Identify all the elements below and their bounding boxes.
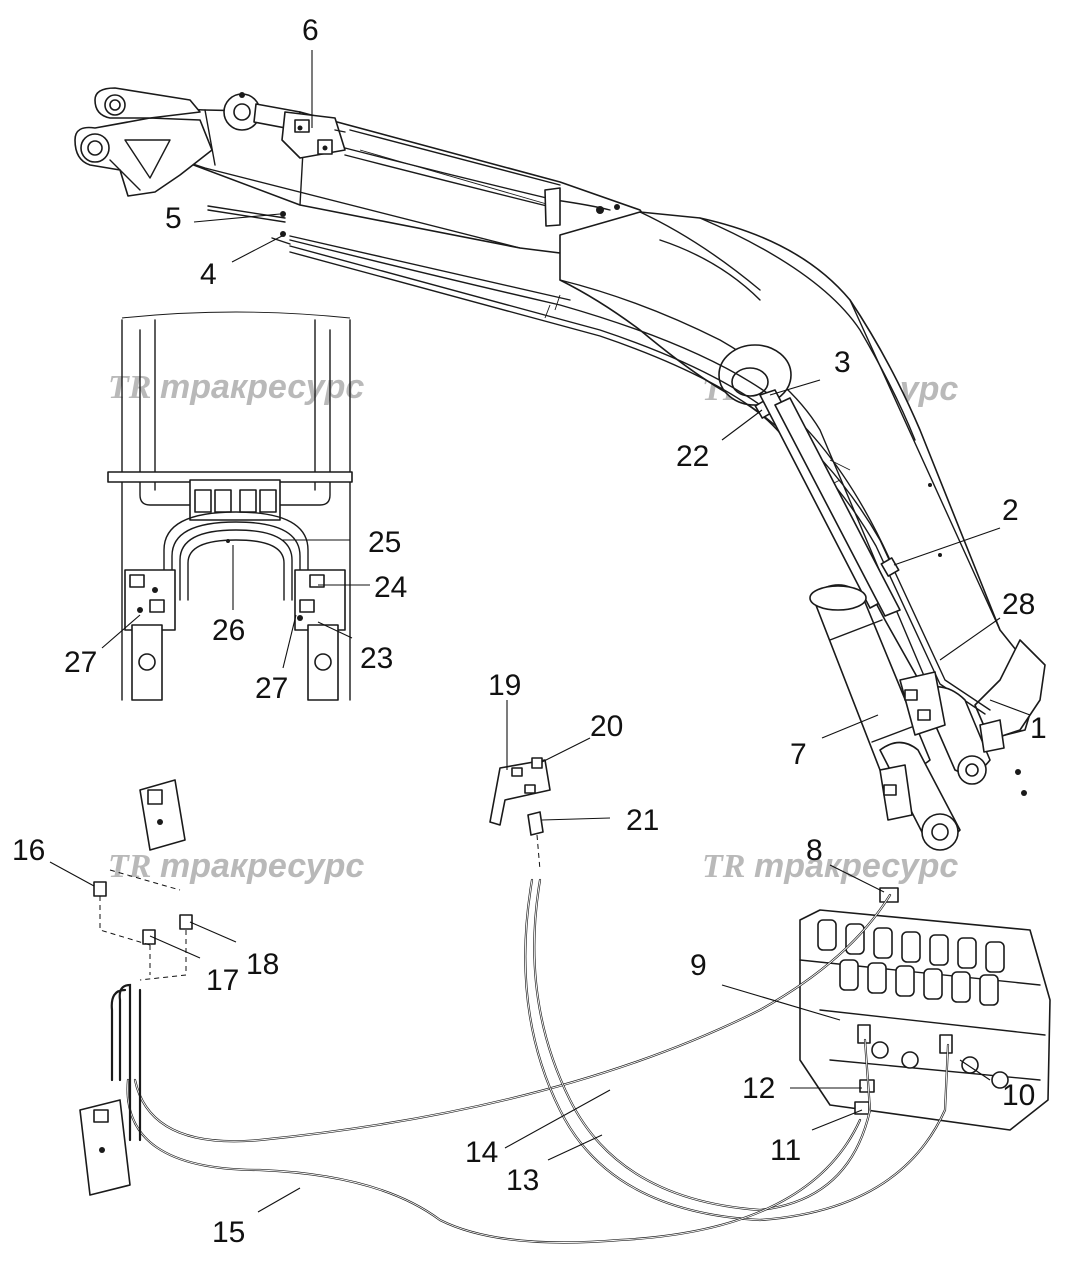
callout-10: 10 [1002, 1079, 1035, 1112]
watermark-bottom-left: TR тракресурс [108, 847, 364, 885]
callout-28: 28 [1002, 588, 1035, 621]
valve-block-6 [281, 111, 346, 159]
watermark-text: тракресурс [160, 847, 364, 885]
callout-17: 17 [206, 964, 239, 997]
callout-1: 1 [1030, 712, 1047, 745]
callout-26: 26 [212, 614, 245, 647]
callout-labels: 1 2 3 4 5 6 7 8 9 10 11 12 13 14 15 16 1… [12, 14, 1047, 1249]
callout-27-second: 27 [255, 672, 288, 705]
callout-24: 24 [374, 571, 407, 604]
watermark-top-left: TR тракресурс [108, 368, 364, 406]
callout-7: 7 [790, 738, 807, 771]
callout-9: 9 [690, 949, 707, 982]
callout-20: 20 [590, 710, 623, 743]
callout-27: 27 [64, 646, 97, 679]
callout-6: 6 [302, 14, 319, 47]
bracket-19 [489, 757, 551, 871]
watermark-logo: TR [108, 848, 151, 885]
hoses-lower [110, 878, 950, 1244]
watermark-logo: TR [108, 369, 151, 406]
left-valve-stack [79, 779, 193, 1196]
callout-18: 18 [246, 948, 279, 981]
callout-23: 23 [360, 642, 393, 675]
callout-8: 8 [806, 834, 823, 867]
watermark-bottom-right: TR тракресурс [702, 847, 958, 885]
callout-16: 16 [12, 834, 45, 867]
watermark-logo: TR [702, 848, 745, 885]
control-valve [799, 887, 1051, 1131]
callout-19: 19 [488, 669, 521, 702]
watermark-text: тракресурс [754, 847, 958, 885]
inset-valve-detail [107, 311, 353, 701]
boom-cylinder-7 [759, 389, 1027, 851]
callout-21: 21 [626, 804, 659, 837]
watermark-text: тракресурс [160, 368, 364, 406]
callout-15: 15 [212, 1216, 245, 1249]
callout-13: 13 [506, 1164, 539, 1197]
callout-2: 2 [1002, 494, 1019, 527]
callout-25: 25 [368, 526, 401, 559]
callout-22: 22 [676, 440, 709, 473]
callout-3: 3 [834, 346, 851, 379]
callout-4: 4 [200, 258, 217, 291]
callout-5: 5 [165, 202, 182, 235]
boom-assembly [289, 211, 1046, 741]
leader-lines [49, 50, 1031, 1213]
callout-12: 12 [742, 1072, 775, 1105]
callout-14: 14 [465, 1136, 498, 1169]
callout-11: 11 [770, 1134, 801, 1167]
